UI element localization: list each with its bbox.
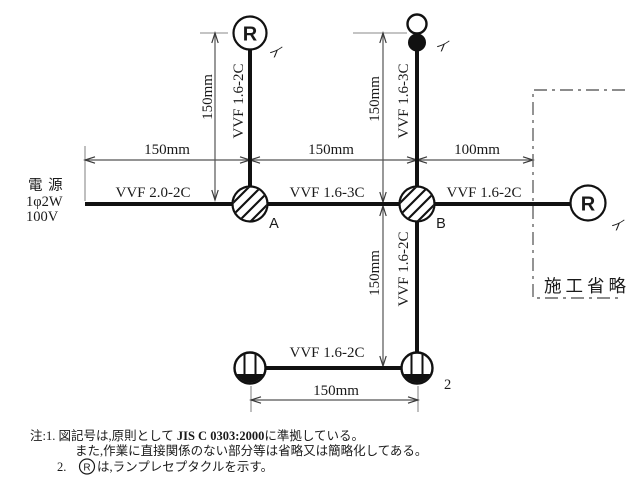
outlet-left-icon [233,351,267,385]
cable-label-a-riser: VVF 1.6-2C [231,63,247,138]
junction-box-a-symbol [231,185,269,223]
dimension-label-b-riser: 150mm [367,76,383,122]
dimension-label-outlet-run: 150mm [313,383,359,399]
junction-box-a-circle [231,185,269,223]
lamp-receptacle-top-letter: R [243,24,258,46]
cable-labels: VVF 2.0-2C VVF 1.6-3C VVF 1.6-2C VVF 1.6… [115,63,521,361]
power-source-line2: 1φ2W [26,194,63,210]
junction-box-b-hatch [400,187,434,221]
cable-label-source-to-a: VVF 2.0-2C [115,185,190,201]
note-line-1-prefix: 注:1. 図記号は,原則として [30,428,177,443]
note-line-3-text: は,ランプレセプタクルを示す。 [97,460,273,474]
switch-icon [408,33,426,52]
dimension-label-source-to-a: 150mm [144,142,190,158]
lamp-right-circuit-label: イ [607,218,627,233]
outlet-left-detail [235,353,265,383]
junction-box-b-circle [398,185,436,223]
lamp-receptacle-right-circle [569,184,607,222]
note-line-3-number: 2. [57,460,66,474]
junction-box-a-hatch [233,187,267,221]
circled-r-letter: R [83,463,90,474]
wiring-lines [85,49,570,370]
arrow-icon [249,396,262,404]
omission-box-border [532,89,625,299]
lamp-top-circuit-label: イ [265,45,285,60]
cable-label-a-to-b: VVF 1.6-3C [289,185,364,201]
note-line-1-suffix: に準拠している。 [264,428,364,443]
dimension-label-a-to-b: 150mm [308,142,354,158]
note-line-1: 注:1. 図記号は,原則として JIS C 0303:2000に準拠している。 [30,428,364,443]
omission-box-label: 施工省略 [544,276,630,296]
dimension-labels: 150mm 150mm 100mm 150mm 150mm 150mm 150m… [144,74,500,399]
cable-label-b-drop: VVF 1.6-2C [396,231,412,306]
pilot-lamp-icon [406,13,428,35]
junction-box-a-label: A [269,216,279,232]
cable-label-outlet-run: VVF 1.6-2C [289,345,364,361]
lamp-receptacle-right-letter: R [581,194,596,216]
outlet-right-qty-label: 2 [444,377,451,393]
power-source-line1: 電 源 [28,177,64,194]
junction-box-b-symbol [398,185,436,223]
circled-r-icon [78,458,96,475]
switch-circuit-label: イ [432,39,452,54]
arrow-icon [379,31,387,44]
extension-lines [84,32,419,412]
power-source-label: 電 源 1φ2W 100V [26,177,64,225]
notes-block: 注:1. 図記号は,原則として JIS C 0303:2000に準拠している。 … [30,428,427,475]
dimension-label-b-to-box: 100mm [454,142,500,158]
outlet-right-detail [402,353,432,383]
cable-label-b-riser: VVF 1.6-3C [396,63,412,138]
junction-box-b-label: B [436,216,446,232]
note-line-1-standard: JIS C 0303:2000 [177,429,265,443]
arrow-icon [407,396,420,404]
arrow-icon [83,156,96,164]
lamp-receptacle-top-circle [232,15,268,51]
power-source-line3: 100V [26,209,59,225]
note-line-2: また,作業に直接関係のない部分等は省略又は簡略化してある。 [75,443,427,458]
dimension-label-a-riser: 150mm [200,74,216,120]
lamp-receptacle-top-icon: R [232,15,268,51]
arrow-icon [211,189,219,202]
dimension-label-b-drop: 150mm [367,250,383,296]
lamp-receptacle-right-icon: R [569,184,607,222]
cable-label-b-to-lamp-right: VVF 1.6-2C [446,185,521,201]
arrow-icon [211,31,219,44]
outlet-right-icon [400,351,434,385]
